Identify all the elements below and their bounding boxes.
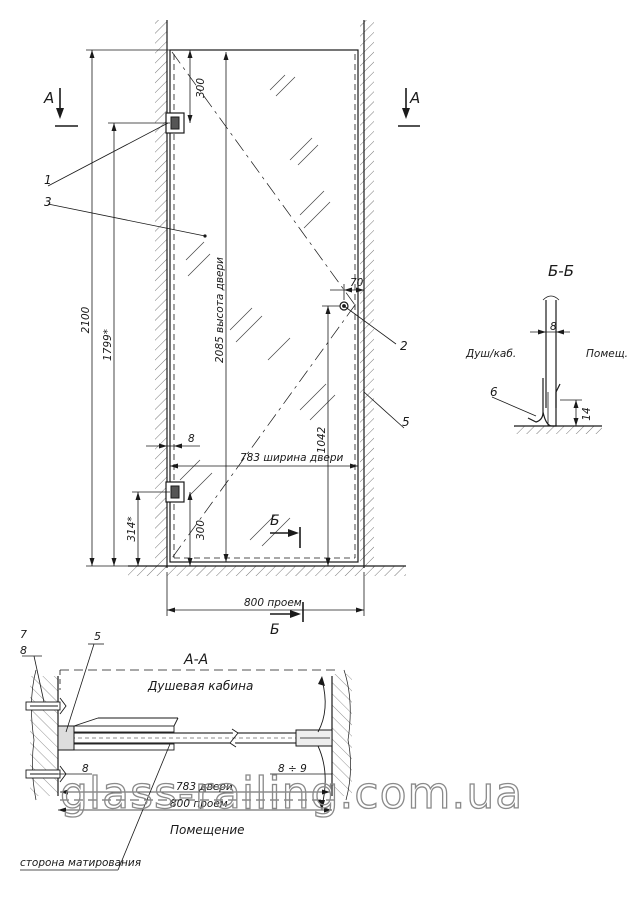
bb-dim-8: 8	[550, 321, 557, 333]
bb-right-label: Помещ.	[586, 348, 628, 360]
dim-314: 314*	[126, 516, 138, 541]
aa-dim-door: 783 двери	[176, 781, 233, 793]
callout-2: 2	[400, 339, 408, 353]
glass-door	[169, 49, 359, 563]
callout-6: 6	[490, 385, 498, 399]
section-aa-title: А-А	[183, 652, 208, 668]
callout-1: 1	[44, 173, 52, 187]
callout-5: 5	[402, 415, 410, 429]
callout-5-plan: 5	[94, 630, 101, 643]
dim-2100: 2100	[80, 306, 92, 333]
right-wall-hatch	[360, 20, 374, 568]
dim-70: 70	[350, 277, 364, 289]
glass-reflections	[179, 74, 336, 547]
callout-8: 8	[20, 644, 27, 657]
bb-left-label: Душ/каб.	[465, 348, 516, 360]
left-wall-hatch	[155, 20, 167, 568]
section-b-label-bottom: Б	[270, 622, 280, 638]
dim-1799: 1799*	[102, 329, 114, 361]
floor-hatch	[128, 566, 406, 576]
section-bb-title: Б-Б	[548, 262, 574, 280]
section-a-label-right: А	[409, 89, 420, 107]
watermark: glass-railing.com.ua	[60, 768, 523, 819]
dim-door-height: 2085 высота двери	[214, 257, 226, 363]
aa-dim-8: 8	[82, 763, 89, 775]
aa-cabin-label: Душевая кабина	[147, 679, 253, 693]
aa-dim-gap: 8 ÷ 9	[278, 763, 307, 775]
section-a-label-left: А	[43, 89, 54, 107]
dim-opening-front: 800 проем	[244, 597, 302, 609]
section-b-label-top: Б	[270, 513, 280, 529]
aa-room-label: Помещение	[170, 823, 245, 837]
aa-dim-opening: 800 проем	[170, 798, 228, 810]
dim-door-width: 783 ширина двери	[240, 452, 344, 464]
callout-3: 3	[44, 195, 52, 209]
front-view	[47, 20, 420, 622]
dim-300-top: 300	[195, 78, 207, 98]
dim-8-front: 8	[188, 433, 195, 445]
bb-dim-14: 14	[581, 407, 593, 420]
dim-1042: 1042	[316, 426, 328, 453]
section-bb	[491, 295, 602, 434]
dim-300-bottom: 300	[195, 520, 207, 540]
section-aa	[20, 643, 352, 871]
aa-matte-side-label: сторона матирования	[20, 857, 141, 869]
callout-7: 7	[20, 628, 27, 641]
